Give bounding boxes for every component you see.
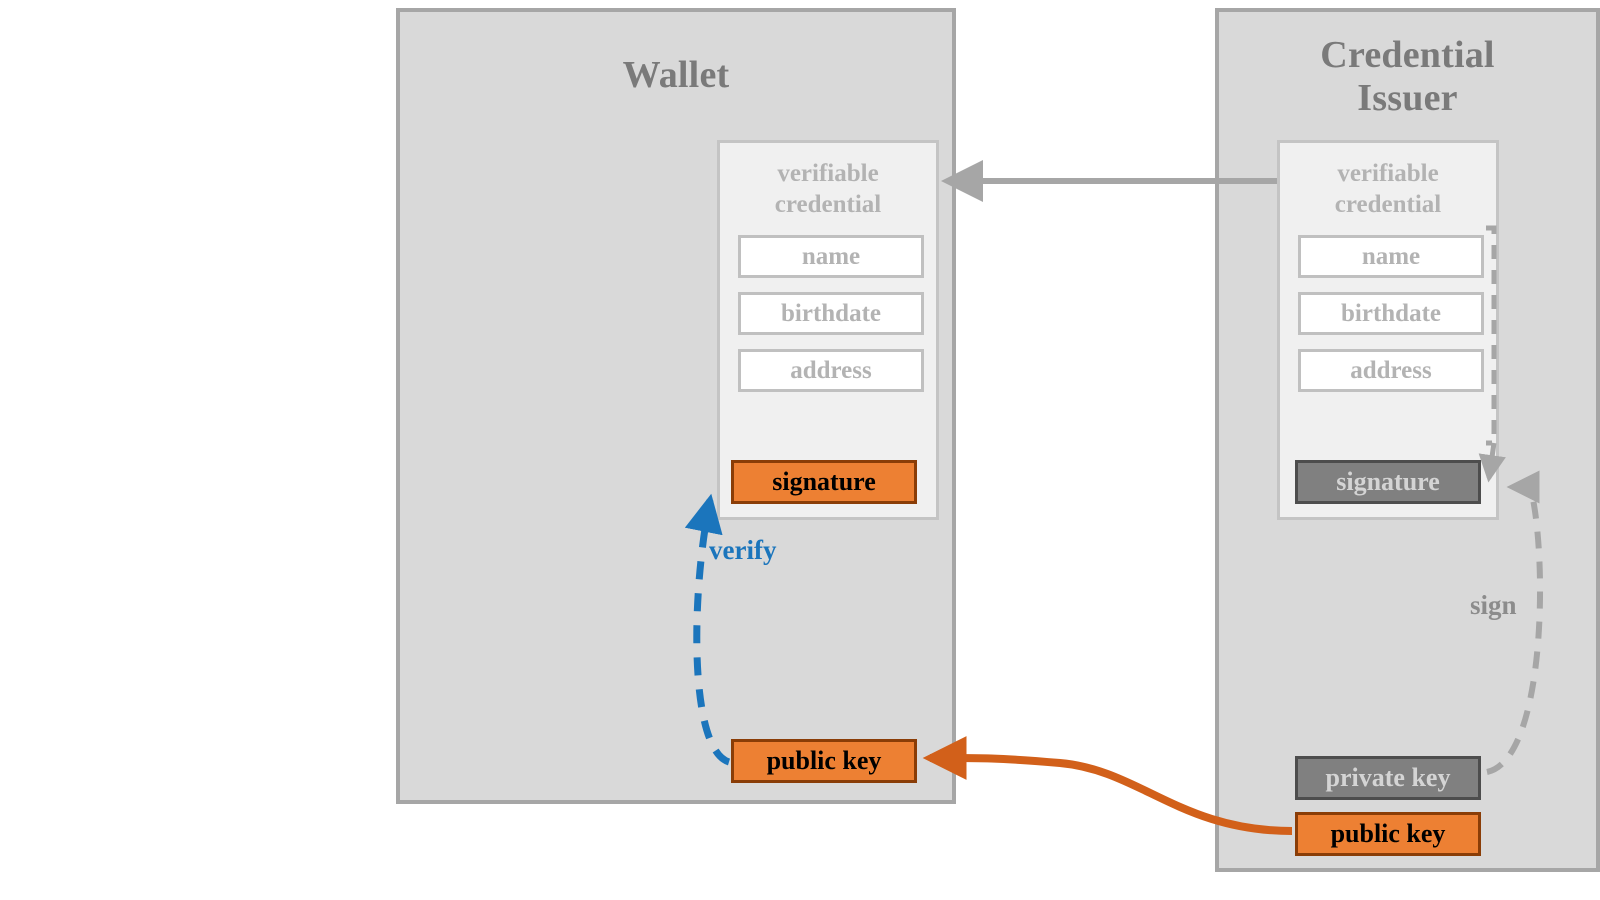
issuer-credential-field-address: address bbox=[1298, 349, 1484, 392]
panel-issuer-title: Credential Issuer bbox=[1219, 34, 1596, 120]
issuer-credential-field-name: name bbox=[1298, 235, 1484, 278]
panel-issuer-title-line2: Issuer bbox=[1357, 76, 1458, 119]
issuer-credential-field-birthdate: birthdate bbox=[1298, 292, 1484, 335]
wallet-public-key-chip: public key bbox=[731, 739, 917, 783]
issuer-public-key-chip: public key bbox=[1295, 812, 1481, 856]
wallet-credential-title-line2: credential bbox=[774, 190, 882, 218]
wallet-credential-field-birthdate: birthdate bbox=[738, 292, 924, 335]
wallet-credential-title: verifiable credential bbox=[720, 159, 936, 221]
issuer-signature-chip: signature bbox=[1295, 460, 1481, 504]
panel-wallet: Wallet verifiable credential name birthd… bbox=[396, 8, 956, 804]
issuer-private-key-chip: private key bbox=[1295, 756, 1481, 800]
panel-wallet-title: Wallet bbox=[622, 54, 730, 96]
issuer-verifiable-credential-card: verifiable credential name birthdate add… bbox=[1277, 140, 1499, 520]
sign-edge-label: sign bbox=[1470, 590, 1517, 620]
wallet-signature-chip: signature bbox=[731, 460, 917, 504]
wallet-verifiable-credential-card: verifiable credential name birthdate add… bbox=[717, 140, 939, 520]
panel-issuer-title-line1: Credential bbox=[1320, 34, 1495, 76]
issuer-credential-title-line1: verifiable bbox=[1337, 160, 1439, 187]
wallet-credential-field-name: name bbox=[738, 235, 924, 278]
issuer-credential-title: verifiable credential bbox=[1280, 159, 1496, 221]
wallet-credential-title-line1: verifiable bbox=[777, 160, 879, 187]
verify-edge-label: verify bbox=[709, 535, 777, 565]
wallet-credential-field-address: address bbox=[738, 349, 924, 392]
panel-issuer: Credential Issuer verifiable credential … bbox=[1215, 8, 1600, 872]
issuer-credential-title-line2: credential bbox=[1334, 190, 1442, 218]
